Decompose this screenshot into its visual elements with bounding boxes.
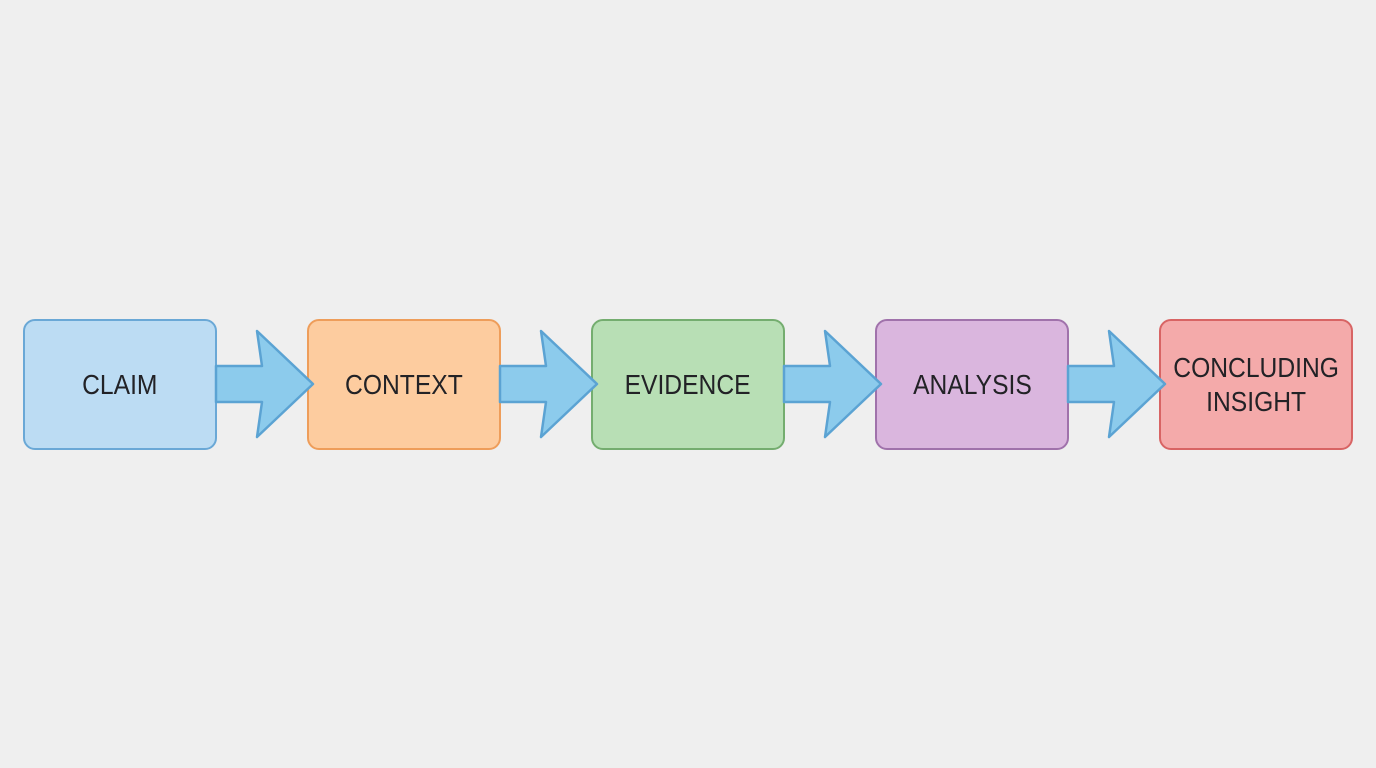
step-evidence-label: EVIDENCE bbox=[625, 368, 751, 400]
step-analysis-label: ANALYSIS bbox=[912, 368, 1032, 400]
arrow-right-icon bbox=[782, 328, 886, 440]
arrow-right-icon bbox=[214, 328, 318, 440]
arrow-right-icon bbox=[498, 328, 602, 440]
step-evidence: EVIDENCE bbox=[591, 319, 785, 450]
arrow-right-icon bbox=[1066, 328, 1170, 440]
step-context: CONTEXT bbox=[307, 319, 501, 450]
step-concluding-insight-label: CONCLUDING INSIGHT bbox=[1173, 351, 1339, 417]
step-context-label: CONTEXT bbox=[345, 368, 463, 400]
step-concluding-insight: CONCLUDING INSIGHT bbox=[1159, 319, 1353, 450]
step-analysis: ANALYSIS bbox=[875, 319, 1069, 450]
step-claim: CLAIM bbox=[23, 319, 217, 450]
step-claim-label: CLAIM bbox=[82, 368, 158, 400]
